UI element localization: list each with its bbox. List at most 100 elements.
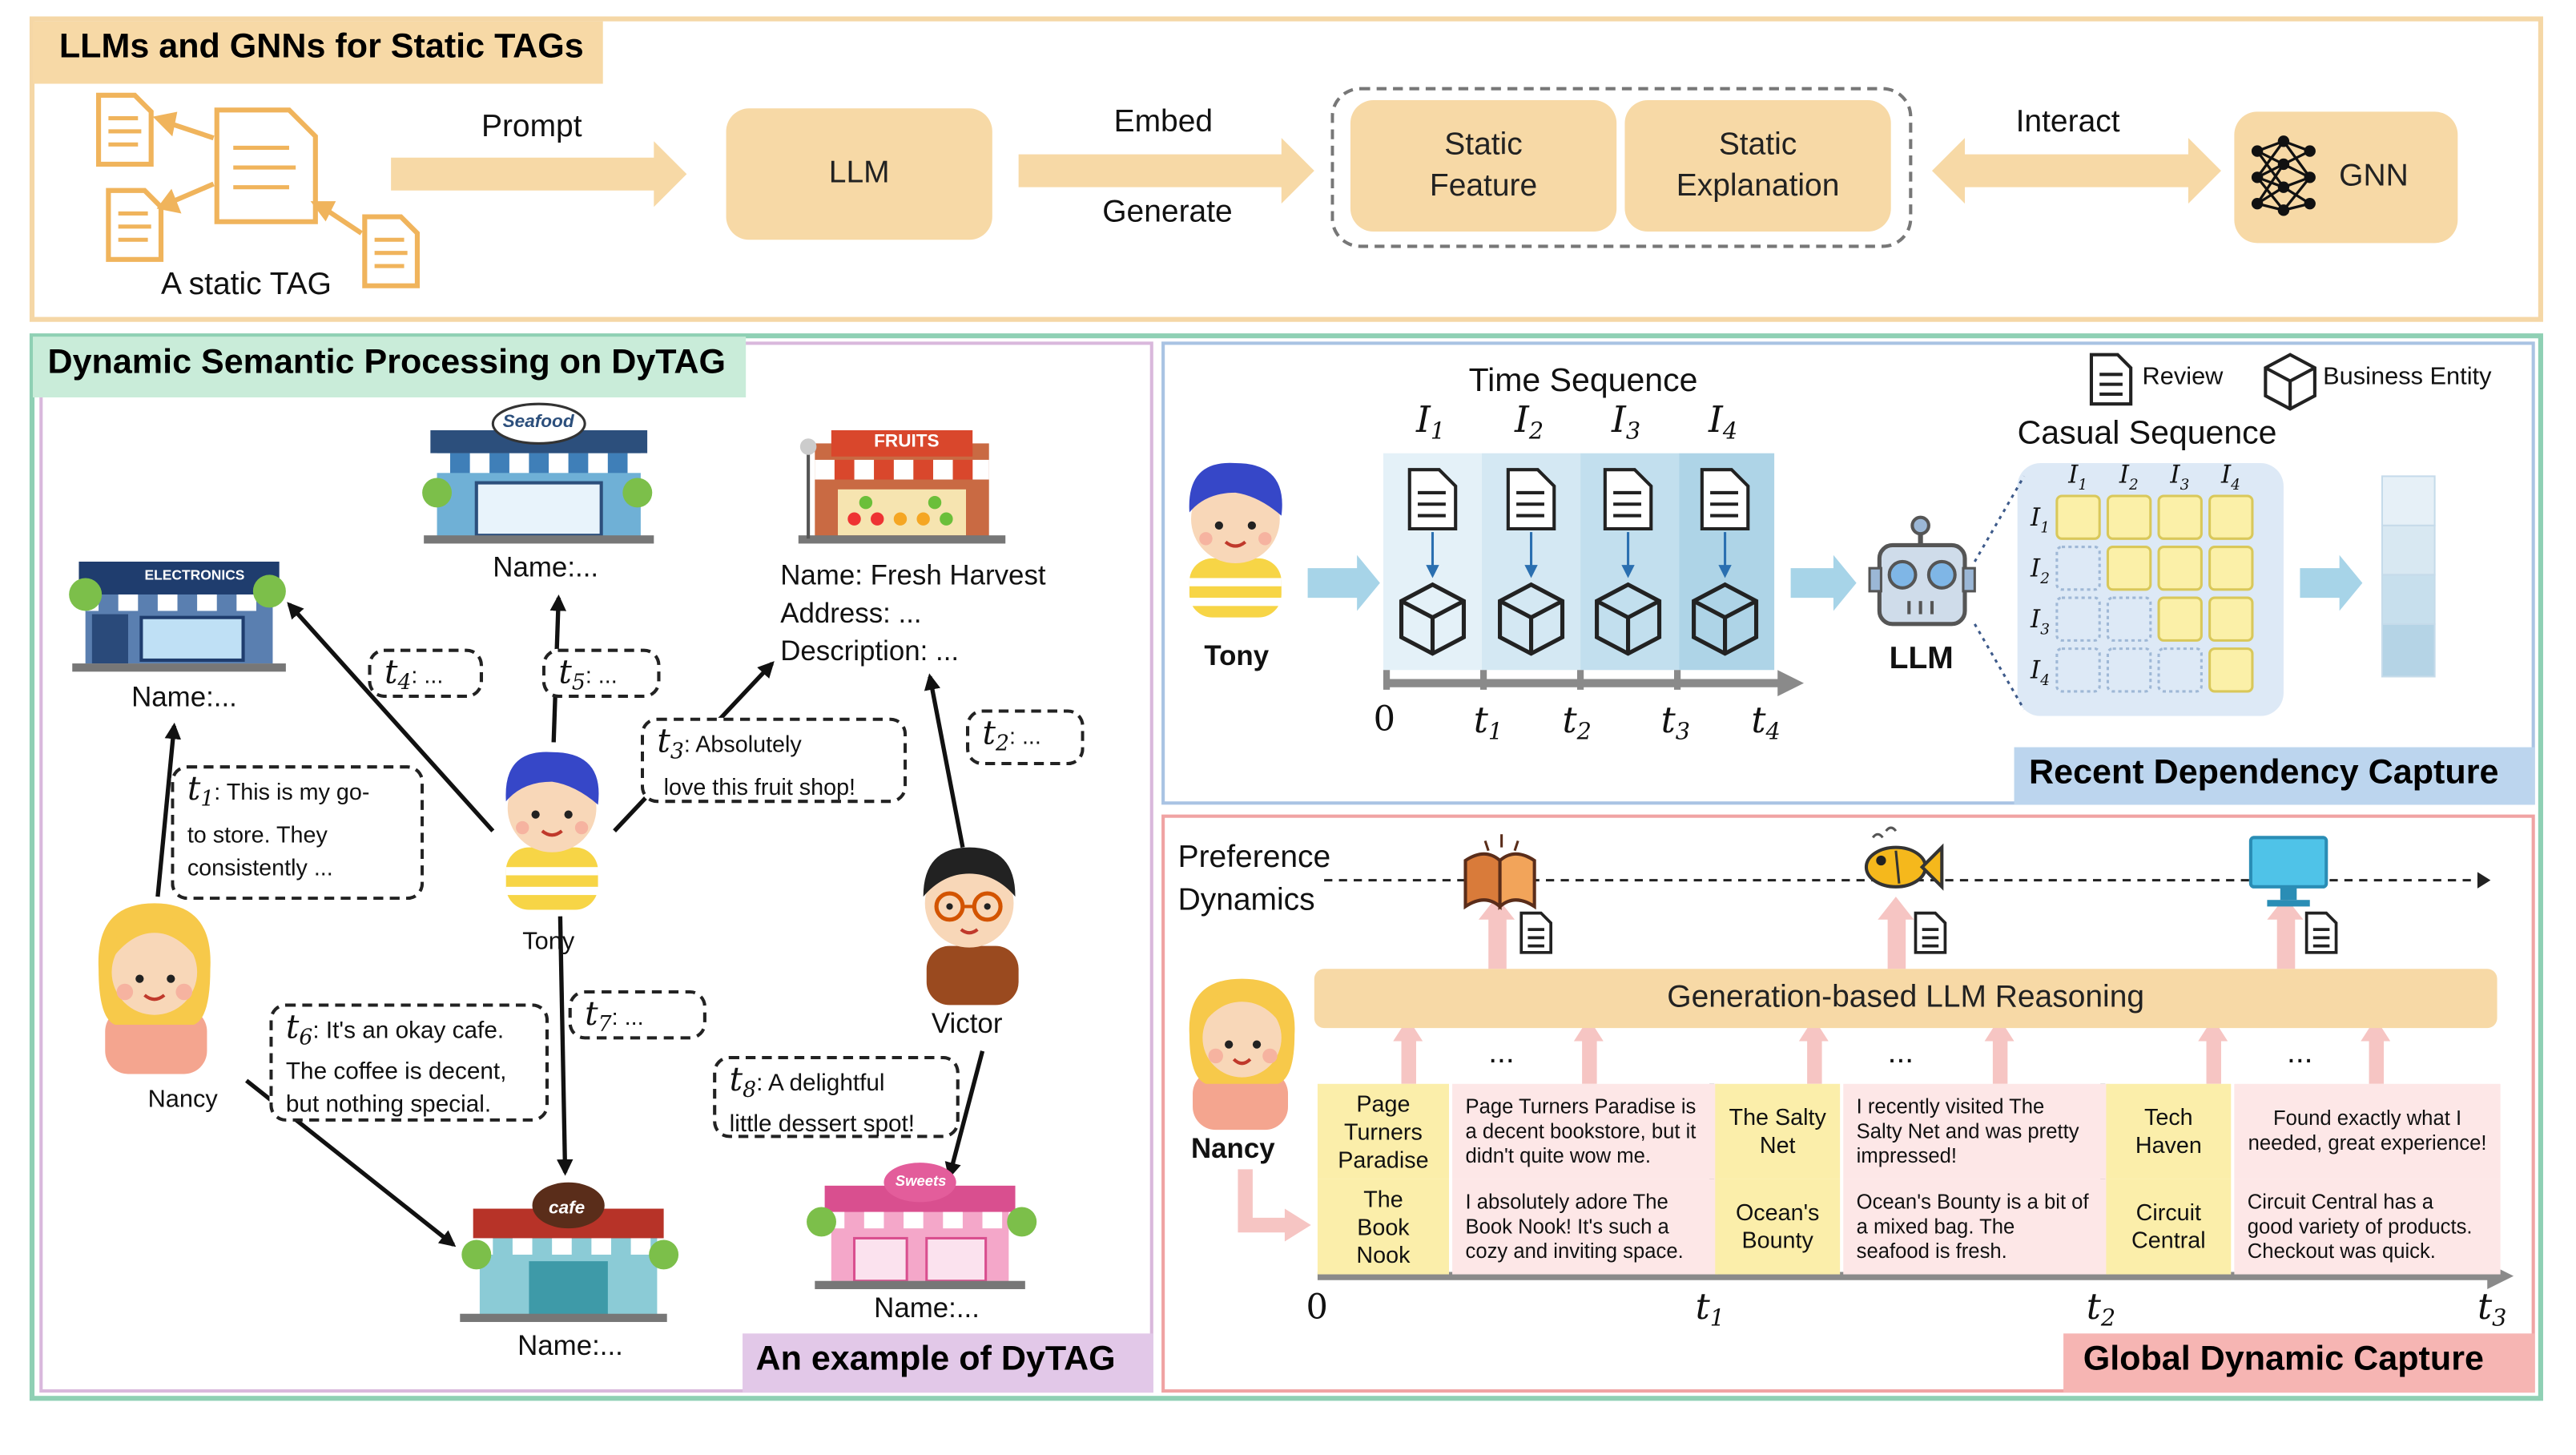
attention-cell <box>2106 494 2152 540</box>
matrix-row-label-I1: I1 <box>2031 502 2050 538</box>
review-text-cell: I recently visited The Salty Net and was… <box>1843 1083 2110 1179</box>
sweets-sign: Sweets <box>895 1172 947 1189</box>
attention-cell <box>2208 596 2254 642</box>
matrix-row-label-I4: I4 <box>2031 655 2050 691</box>
static-tags-title: LLMs and GNNs for Static TAGs <box>33 21 604 84</box>
static-feature-label: Static Feature <box>1429 127 1538 204</box>
edge-label-t8: t8: A delightful little dessert spot! <box>713 1055 960 1139</box>
prompt-label: Prompt <box>481 110 582 145</box>
global-user-avatar <box>1189 978 1295 1131</box>
legend-business-label: Business Entity <box>2323 362 2492 391</box>
dynamic-processing-panel <box>29 333 2543 1401</box>
static-feature-box: Static Feature <box>1350 100 1617 232</box>
attention-cell <box>2208 647 2254 693</box>
edge-label-t6: t6: It's an okay cafe. The coffee is dec… <box>269 1003 549 1122</box>
matrix-col-label-I4: I4 <box>2220 459 2240 495</box>
global-axis-t2: t2 <box>2086 1287 2116 1332</box>
book-icon <box>1463 834 1536 910</box>
edge-label-t5: t5: ... <box>541 648 661 699</box>
time-axis-t4: t4 <box>1751 701 1781 746</box>
seafood-store-icon <box>422 402 654 544</box>
business-name-cell: Ocean's Bounty <box>1715 1179 1841 1275</box>
static-tag-graph-icon <box>95 92 421 288</box>
generate-label: Generate <box>1102 195 1233 230</box>
ellipsis-3: ... <box>2287 1036 2313 1071</box>
gnn-box: GNN <box>2234 111 2458 244</box>
interaction-1 <box>1399 468 1467 656</box>
interaction-2 <box>1498 468 1565 656</box>
edge-label-t3: t3: Absolutely love this fruit shop! <box>640 717 908 804</box>
llm-box: LLM <box>726 108 992 240</box>
time-axis-zero: 0 <box>1373 699 1396 740</box>
edge-t4 <box>287 602 495 832</box>
user-avatars <box>98 752 1019 1074</box>
recent-user-label: Tony <box>1204 640 1270 672</box>
legend-review-label: Review <box>2142 362 2224 391</box>
llm-label: LLM <box>828 155 890 191</box>
global-dynamic-title: Global Dynamic Capture <box>2063 1333 2535 1393</box>
generation-reasoning-label: Generation-based LLM Reasoning <box>1667 980 2145 1015</box>
review-text-cell: Circuit Central has a good variety of pr… <box>2234 1179 2501 1275</box>
dytag-example-label: An example of DyTAG <box>743 1333 1153 1393</box>
ellipsis-2: ... <box>1887 1036 1914 1071</box>
sweets-store-icon <box>807 1163 1037 1289</box>
embed-label: Embed <box>1113 105 1214 140</box>
victor-avatar <box>923 847 1019 1006</box>
edge-t8 <box>944 1050 985 1179</box>
edge-label-t7: t7: ... <box>568 989 706 1040</box>
top-flow-arrows <box>391 138 2221 208</box>
fruits-store-icon <box>798 430 1006 544</box>
attention-cell <box>2055 545 2101 591</box>
attention-cell <box>2106 647 2152 693</box>
electronics-store-icon <box>69 561 286 672</box>
dynamic-processing-title: Dynamic Semantic Processing on DyTAG <box>33 337 746 398</box>
attention-cell <box>2106 596 2152 642</box>
monitor-icon <box>2248 836 2328 907</box>
review-text-cell: I absolutely adore The Book Nook! It's s… <box>1452 1179 1719 1275</box>
store-icons <box>69 402 1037 1322</box>
sweets-store-name: Name:... <box>874 1292 980 1324</box>
neural-network-icon <box>2251 135 2316 216</box>
business-name-cell: Circuit Central <box>2106 1179 2232 1275</box>
global-axis-zero: 0 <box>1306 1287 1328 1328</box>
edge-t2 <box>924 673 965 848</box>
llm-robot-icon <box>1868 515 1976 627</box>
recent-dependency-title: Recent Dependency Capture <box>2014 747 2535 805</box>
global-axis-t3: t3 <box>2477 1287 2507 1332</box>
static-explanation-label: Static Explanation <box>1676 127 1840 204</box>
cafe-sign: cafe <box>549 1199 586 1219</box>
attention-cell <box>2157 647 2203 693</box>
time-seq-label-I3: I3 <box>1612 401 1641 445</box>
cafe-store-icon <box>460 1182 679 1322</box>
preference-label-1: Preference <box>1177 840 1331 876</box>
preference-label-2: Dynamics <box>1177 883 1315 918</box>
fruits-store-name: Name: Fresh Harvest <box>780 559 1046 591</box>
attention-cell <box>2055 494 2101 540</box>
matrix-col-label-I1: I1 <box>2068 459 2088 495</box>
interact-label: Interact <box>2015 105 2120 140</box>
edge-label-t2: t2: ... <box>965 709 1085 766</box>
fruits-store-address: Address: ... <box>780 598 922 630</box>
global-user-label: Nancy <box>1190 1133 1275 1165</box>
attention-cell <box>2157 494 2203 540</box>
matrix-col-label-I2: I2 <box>2119 459 2139 495</box>
gnn-label: GNN <box>2339 159 2409 194</box>
casual-sequence-label: Casual Sequence <box>2017 415 2277 452</box>
attention-cell <box>2055 596 2101 642</box>
nancy-avatar <box>98 903 211 1074</box>
ellipsis-1: ... <box>1488 1036 1515 1071</box>
attention-cell <box>2208 494 2254 540</box>
fruits-sign: FRUITS <box>874 432 940 452</box>
matrix-row-label-I2: I2 <box>2031 553 2050 589</box>
time-seq-label-I2: I2 <box>1515 401 1544 445</box>
edge-label-t1: t1: This is my go- to store. They consis… <box>171 765 425 901</box>
attention-cell <box>2208 545 2254 591</box>
fish-icon <box>1864 826 1944 891</box>
attention-cell <box>2106 545 2152 591</box>
edge-t7 <box>556 916 574 1176</box>
fruits-store-description: Description: ... <box>780 635 960 667</box>
matrix-col-label-I3: I3 <box>2170 459 2190 495</box>
